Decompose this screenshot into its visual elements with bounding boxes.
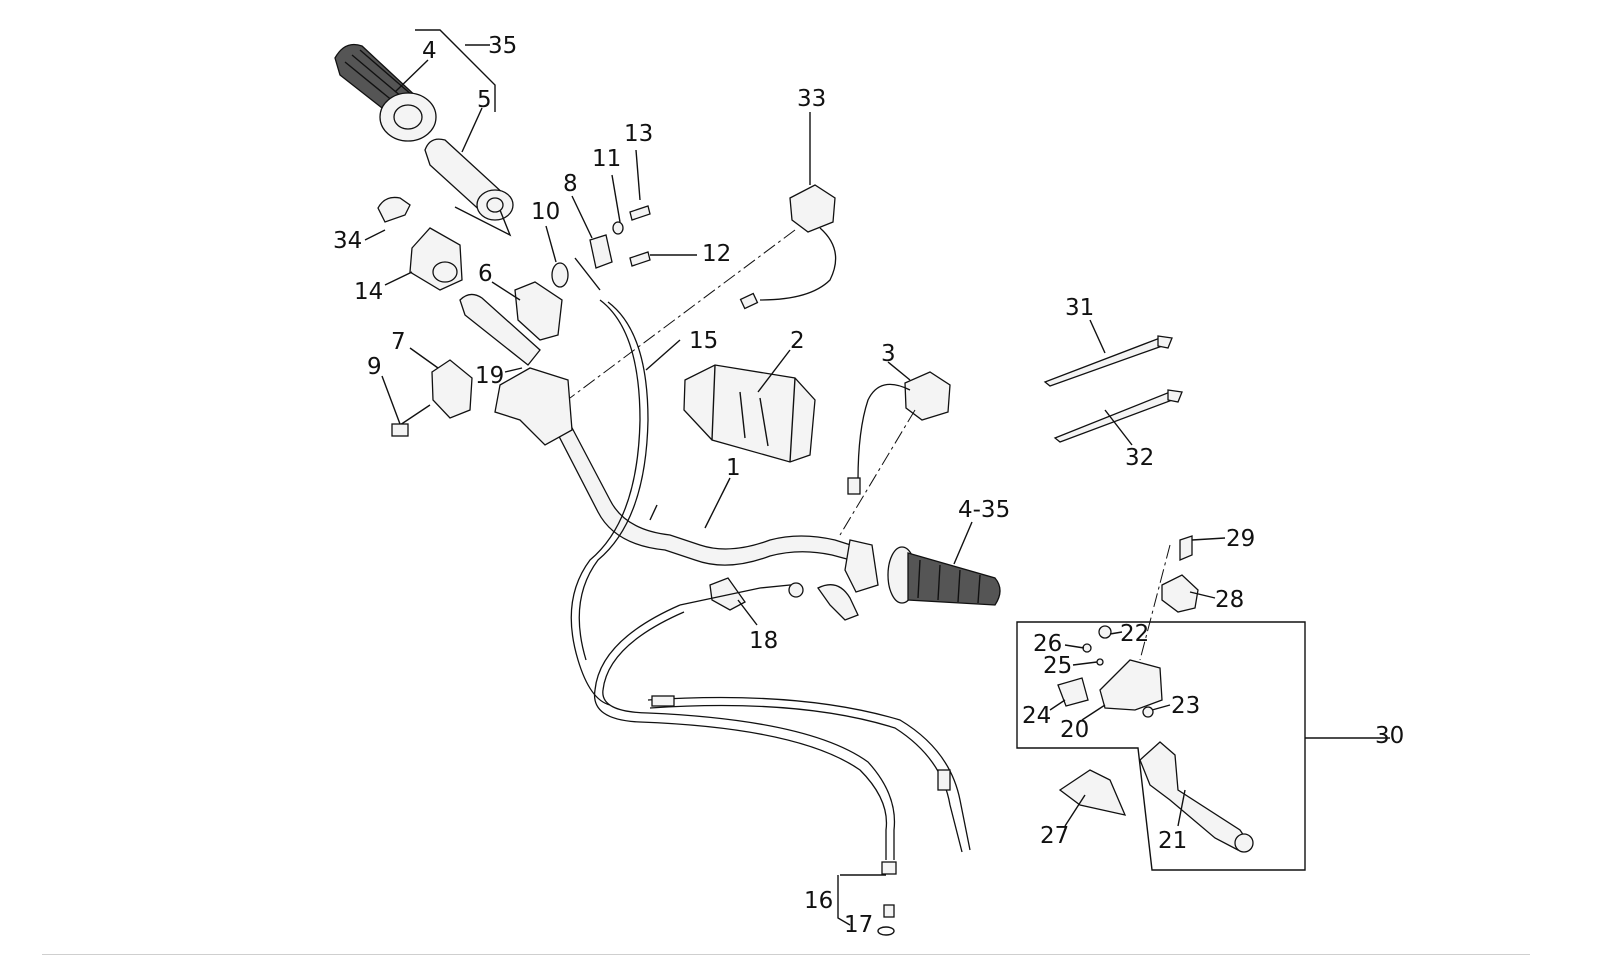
callout-20: 20: [1060, 717, 1089, 743]
callout-27: 27: [1040, 823, 1069, 849]
zip-ties: [1043, 335, 1183, 443]
callout-21: 21: [1158, 828, 1187, 854]
right-switch: [847, 371, 951, 495]
callout-17: 17: [844, 912, 873, 938]
callout-33: 33: [797, 86, 826, 112]
callout-16: 16: [804, 888, 833, 914]
clutch-assembly: [1016, 535, 1306, 871]
clutch-cable-adjuster: [679, 577, 859, 621]
callout-15: 15: [689, 328, 718, 354]
callout-13: 13: [624, 121, 653, 147]
callout-34: 34: [333, 228, 362, 254]
throttle-sleeve: [424, 138, 514, 221]
callout-31: 31: [1065, 295, 1094, 321]
callout-14: 14: [354, 279, 383, 305]
bottom-divider: [42, 954, 1530, 955]
callout-29: 29: [1226, 526, 1255, 552]
callout-12: 12: [702, 241, 731, 267]
callout-26: 26: [1033, 631, 1062, 657]
callout-11: 11: [592, 146, 621, 172]
callout-25: 25: [1043, 653, 1072, 679]
callout-18: 18: [749, 628, 778, 654]
callout-32: 32: [1125, 445, 1154, 471]
screws: [551, 205, 651, 291]
left-switch: [739, 184, 837, 310]
right-grip: [844, 539, 1001, 606]
callout-9: 9: [367, 354, 382, 380]
callout-4: 4: [422, 38, 437, 64]
leader-lines: [364, 29, 1390, 926]
callout-10: 10: [531, 199, 560, 225]
callout-22: 22: [1120, 621, 1149, 647]
callout-23: 23: [1171, 693, 1200, 719]
callout-35: 35: [488, 33, 517, 59]
callout-5: 5: [477, 87, 492, 113]
callout-7: 7: [391, 329, 406, 355]
callout-28: 28: [1215, 587, 1244, 613]
callout-2: 2: [790, 328, 805, 354]
callout-labels: 1 2 3 4 4-35 5 6 7 8 9 10 11 12 13 14 15…: [333, 33, 1404, 938]
callout-6: 6: [478, 261, 493, 287]
callout-4-35: 4-35: [958, 497, 1010, 523]
instrument-cluster: [683, 364, 816, 463]
callout-8: 8: [563, 171, 578, 197]
callout-19: 19: [475, 363, 504, 389]
callout-24: 24: [1022, 703, 1051, 729]
throttle-housing: [377, 196, 573, 446]
callout-1: 1: [726, 455, 741, 481]
callout-3: 3: [881, 341, 896, 367]
callout-30: 30: [1375, 723, 1404, 749]
left-grip: [334, 43, 437, 142]
